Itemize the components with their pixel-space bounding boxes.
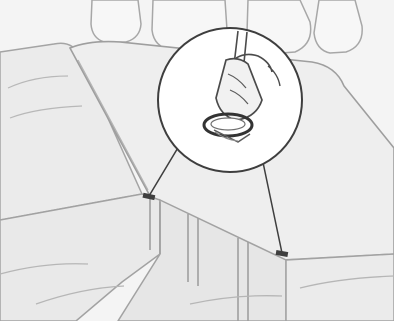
rear-seat-isofix-illustration — [0, 0, 394, 321]
illustration-frame — [0, 0, 394, 321]
